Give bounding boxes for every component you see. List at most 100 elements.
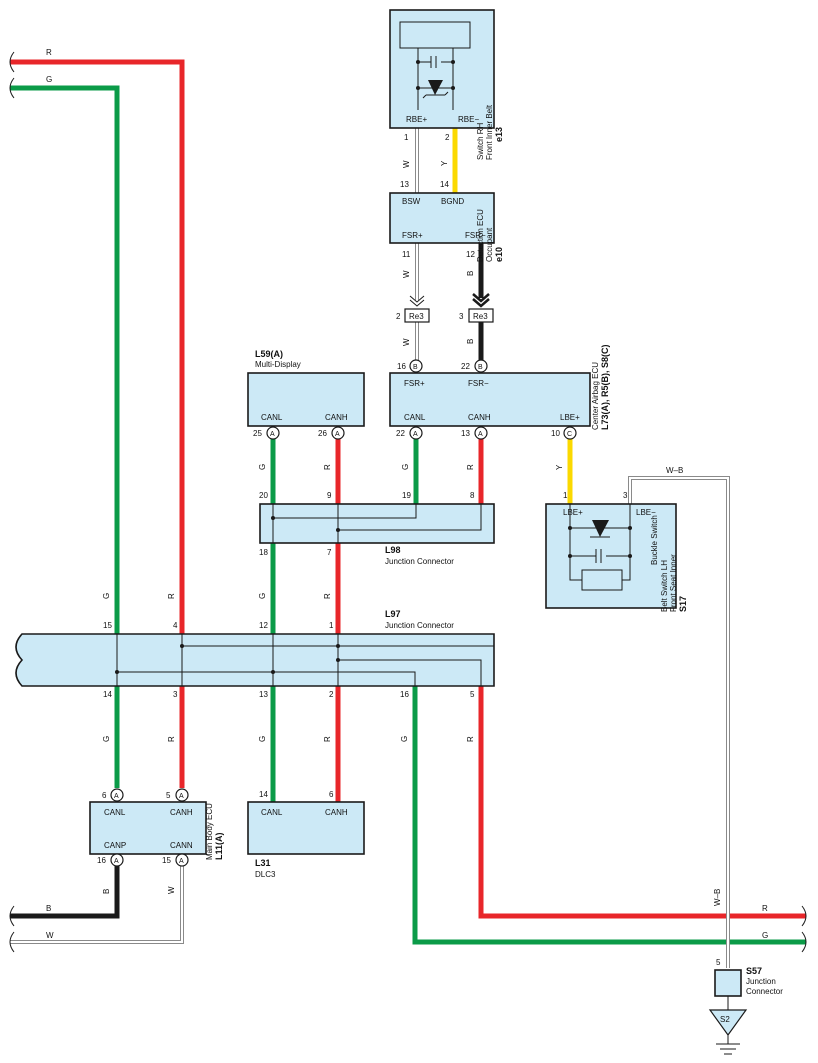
s17-pin-lbe-minus: LBE− xyxy=(636,508,656,517)
l73-conn-a-2: A xyxy=(478,431,483,438)
pin-l31-14: 14 xyxy=(259,790,268,799)
l73-pin-lbe-plus: LBE+ xyxy=(560,413,580,422)
ground-s2-label: S2 xyxy=(720,1015,730,1024)
pin-l97-3: 3 xyxy=(173,690,178,699)
component-s57: 5 S57 Junction Connector S2 xyxy=(708,958,783,1055)
pin-l97-13: 13 xyxy=(259,690,268,699)
l97-id: L97 xyxy=(385,609,401,619)
label-w-bottom: W xyxy=(46,931,54,940)
l73-conn-c: C xyxy=(567,431,572,438)
label-g-l11: G xyxy=(102,736,111,742)
l73-pin-canl: CANL xyxy=(404,413,426,422)
pin-e10-13: 13 xyxy=(400,180,409,189)
pin-e10-11: 11 xyxy=(402,250,411,259)
pin-l98-7: 7 xyxy=(327,548,332,557)
l11-pin-canh: CANH xyxy=(170,808,193,817)
re3-label-1: Re3 xyxy=(409,312,424,321)
label-g-l59: G xyxy=(258,464,267,470)
label-y-e13: Y xyxy=(440,160,449,166)
label-w-e13: W xyxy=(402,160,411,168)
l31-id: L31 xyxy=(255,858,271,868)
l73-pin-fsr-plus: FSR+ xyxy=(404,379,425,388)
e13-name-2: Switch RH xyxy=(476,122,485,160)
label-wb-s57: W–B xyxy=(713,889,722,906)
label-w-l11: W xyxy=(167,886,176,894)
s17-pin-lbe-plus: LBE+ xyxy=(563,508,583,517)
label-g-bottom: G xyxy=(762,931,768,940)
l73-id: L73(A), R5(B), S8(C) xyxy=(600,344,610,430)
label-g-left: G xyxy=(102,593,111,599)
l31-pin-canl: CANL xyxy=(261,808,283,817)
e13-pin-rbe-minus: RBE− xyxy=(458,115,479,124)
pin-l59-26: 26 xyxy=(318,429,327,438)
e13-name-1: Front Inner Belt xyxy=(485,104,494,160)
e10-name-1: Occupant xyxy=(485,227,494,262)
pin-l97-15: 15 xyxy=(103,621,112,630)
pin-l11-6: 6 xyxy=(102,791,107,800)
l73-pin-fsr-minus: FSR− xyxy=(468,379,489,388)
component-l97: 15 4 12 1 L97 Junction Connector 14 3 13… xyxy=(15,609,495,699)
label-r-l73: R xyxy=(466,464,475,470)
label-b-re3: B xyxy=(466,339,475,344)
pin-l73-13: 13 xyxy=(461,429,470,438)
l59-name: Multi-Display xyxy=(255,360,301,369)
label-r-top: R xyxy=(46,48,52,57)
pin-e13-2: 2 xyxy=(445,133,450,142)
pin-l59-25: 25 xyxy=(253,429,262,438)
l73-pin-canh: CANH xyxy=(468,413,491,422)
l73-name: Center Airbag ECU xyxy=(591,362,600,430)
pin-l98-9: 9 xyxy=(327,491,332,500)
e13-pin-rbe-plus: RBE+ xyxy=(406,115,427,124)
e10-pin-fsr-minus: FSR− xyxy=(465,231,486,240)
s17-name-2: Belt Switch LH xyxy=(660,560,669,612)
l98-id: L98 xyxy=(385,545,401,555)
label-r-bottom: R xyxy=(762,904,768,913)
component-l59: L59(A) Multi-Display CANL CANH A A 25 26 xyxy=(247,349,365,440)
e10-pin-bgnd: BGND xyxy=(441,197,464,206)
wire-r-l97-out xyxy=(478,686,806,919)
l73-conn-a-1: A xyxy=(413,431,418,438)
connector-re3: Re3 Re3 2 3 xyxy=(396,293,494,323)
wire-break-marks xyxy=(9,51,807,953)
wire-g-l97-out xyxy=(412,686,806,945)
pin-re3-3: 3 xyxy=(459,312,464,321)
pin-l97-12: 12 xyxy=(259,621,268,630)
l11-pin-canl: CANL xyxy=(104,808,126,817)
pin-l73-10: 10 xyxy=(551,429,560,438)
l59-conn-a-2: A xyxy=(335,431,340,438)
wire-g-top-left xyxy=(10,85,120,634)
pin-re3-2: 2 xyxy=(396,312,401,321)
pin-l97-1: 1 xyxy=(329,621,334,630)
pin-s17-3: 3 xyxy=(623,491,628,500)
l11-conn-a-2: A xyxy=(179,793,184,800)
pin-l31-6: 6 xyxy=(329,790,334,799)
wires xyxy=(10,59,806,968)
pin-l73-16: 16 xyxy=(397,362,406,371)
pin-l73-22a: 22 xyxy=(396,429,405,438)
pin-s17-1: 1 xyxy=(563,491,568,500)
component-l11: CANL CANH CANP CANN A A A A 6 5 16 15 L1… xyxy=(89,788,224,867)
pin-l98-20: 20 xyxy=(259,491,268,500)
pin-l98-8: 8 xyxy=(470,491,475,500)
l59-conn-a-1: A xyxy=(270,431,275,438)
l11-pin-canp: CANP xyxy=(104,841,126,850)
label-r-l98: R xyxy=(323,593,332,599)
pin-s57-5: 5 xyxy=(716,958,721,967)
l59-id: L59(A) xyxy=(255,349,283,359)
label-g-l98: G xyxy=(258,593,267,599)
ground-triangle xyxy=(708,1009,748,1037)
s57-id: S57 xyxy=(746,966,762,976)
pin-l97-4: 4 xyxy=(173,621,178,630)
l11-conn-a-3: A xyxy=(114,858,119,865)
e13-id: e13 xyxy=(494,127,504,142)
l31-pin-canh: CANH xyxy=(325,808,348,817)
component-l73: FSR+ FSR− CANL CANH LBE+ B B 16 22 A A C… xyxy=(389,344,610,440)
pin-l73-22: 22 xyxy=(461,362,470,371)
label-r-l31: R xyxy=(323,736,332,742)
label-r-l59: R xyxy=(323,464,332,470)
pin-l97-2: 2 xyxy=(329,690,334,699)
re3-label-2: Re3 xyxy=(473,312,488,321)
label-r-out: R xyxy=(466,736,475,742)
l11-name: Main Body ECU xyxy=(205,803,214,860)
